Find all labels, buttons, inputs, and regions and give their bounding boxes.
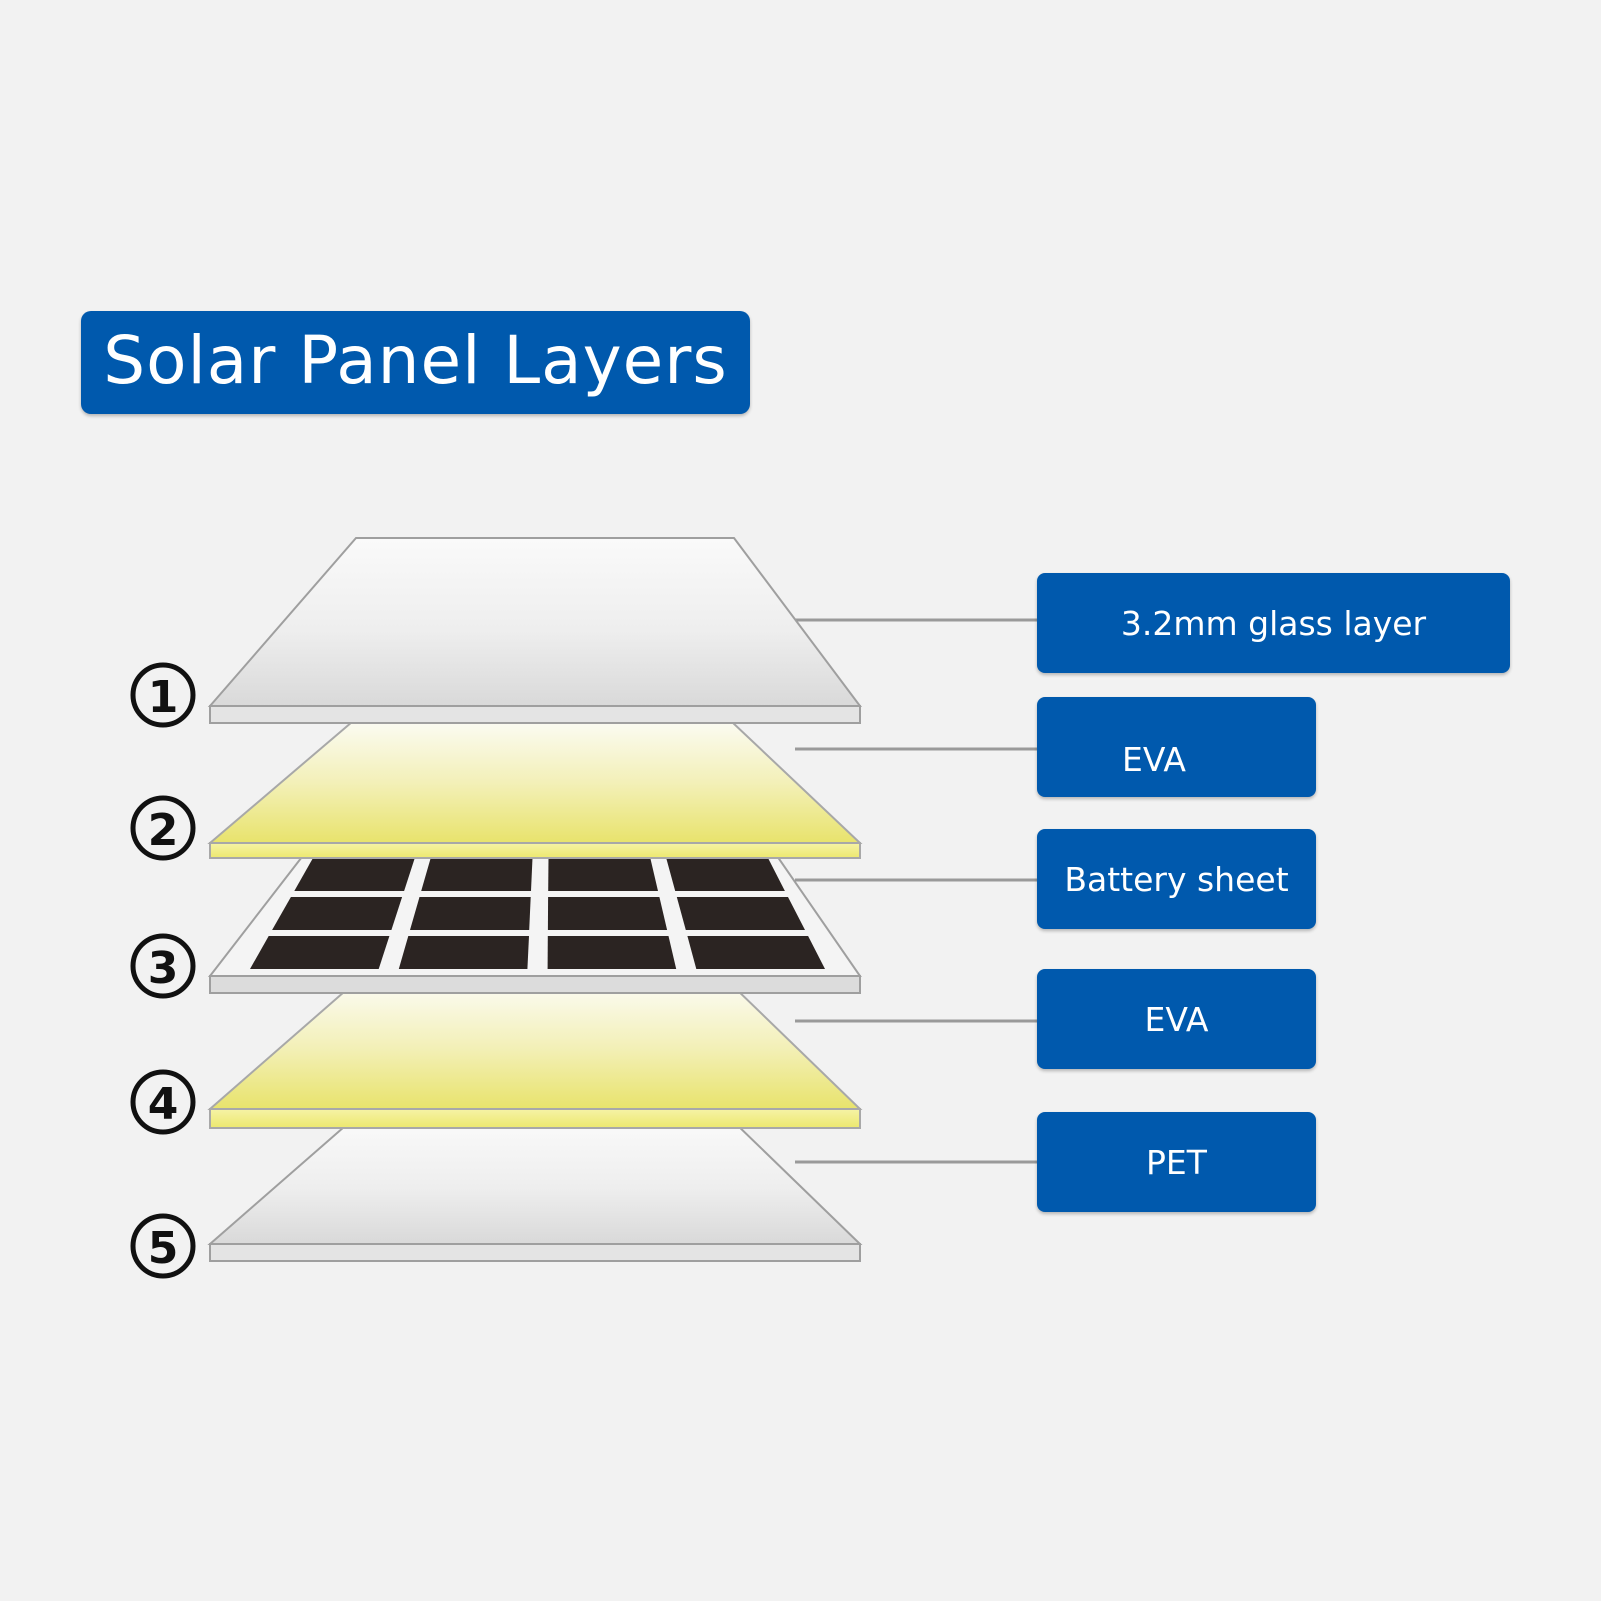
layer-number-1: 1 (130, 662, 196, 728)
title-banner: Solar Panel Layers (81, 311, 750, 414)
solar-cell (547, 897, 668, 930)
layer-4-eva-sheet (207, 984, 863, 1129)
diagram-title: Solar Panel Layers (103, 322, 728, 399)
solar-cell (398, 936, 529, 969)
svg-text:1: 1 (148, 672, 179, 723)
solar-cell (294, 858, 415, 891)
layer-label-pet: PET (1037, 1112, 1316, 1212)
svg-text:3: 3 (148, 943, 179, 994)
layer-number-3: 3 (130, 933, 196, 999)
layer-label-text: Battery sheet (1064, 859, 1289, 899)
layer-label-eva-top: EVA (1037, 697, 1316, 797)
layer-number-5: 5 (130, 1213, 196, 1279)
solar-cell (272, 897, 403, 930)
layer-label-glass: 3.2mm glass layer (1037, 573, 1510, 673)
svg-text:4: 4 (148, 1079, 179, 1130)
layer-label-text: EVA (1144, 999, 1209, 1039)
solar-cell (421, 858, 533, 891)
layer-5-pet-sheet (207, 1119, 863, 1262)
solar-cell (687, 936, 825, 969)
layer-label-text: 3.2mm glass layer (1120, 603, 1427, 643)
solar-cell (548, 858, 658, 891)
layer-label-eva-bottom: EVA (1037, 969, 1316, 1069)
solar-cell (410, 897, 531, 930)
connector-lines (795, 618, 1037, 1164)
layer-2-eva-sheet (207, 721, 863, 859)
layer-number-4: 4 (130, 1069, 196, 1135)
solar-cell (547, 936, 677, 969)
layer-label-text: PET (1146, 1142, 1207, 1182)
layer-3-battery-sheet (207, 852, 862, 994)
solar-cell (676, 897, 805, 930)
solar-cell-grid (250, 858, 825, 969)
layer-number-2: 2 (130, 795, 196, 861)
solar-cell (250, 936, 390, 969)
solar-cell (666, 858, 785, 891)
svg-text:5: 5 (148, 1223, 179, 1274)
layer-label-text: EVA (1122, 739, 1186, 779)
svg-text:2: 2 (148, 805, 179, 856)
layer-1-glass-sheet (207, 537, 862, 724)
layer-label-battery-sheet: Battery sheet (1037, 829, 1316, 929)
